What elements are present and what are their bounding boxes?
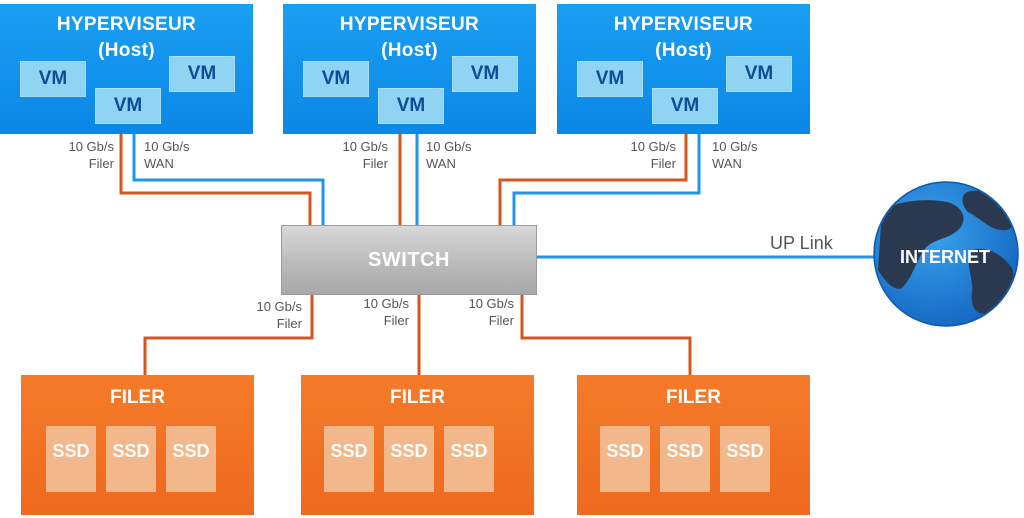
internet-label: INTERNET <box>900 247 990 267</box>
host3-filer-link <box>498 134 688 226</box>
vm: VM <box>577 61 643 97</box>
internet-globe-icon <box>873 181 1019 327</box>
filer1-link <box>143 294 314 377</box>
host-title: HYPERVISEUR (Host) <box>613 14 754 61</box>
filer3-link <box>520 294 692 377</box>
ssd-disk: SSD <box>720 426 770 492</box>
host-title: HYPERVISEUR (Host) <box>56 14 197 61</box>
ssd-disk: SSD <box>324 426 374 492</box>
vm: VM <box>303 61 369 97</box>
filer-title: FILER <box>666 387 721 408</box>
host-title: HYPERVISEUR (Host) <box>339 14 480 61</box>
hypervisor-host-3: HYPERVISEUR (Host) VM VM VM <box>557 4 810 134</box>
vm: VM <box>378 88 444 124</box>
uplink-label: UP Link <box>770 233 833 253</box>
vm: VM <box>95 88 161 124</box>
ssd-disk: SSD <box>660 426 710 492</box>
host1-filer-link <box>119 134 312 226</box>
vm: VM <box>452 56 518 92</box>
ssd-disk: SSD <box>444 426 494 492</box>
vm: VM <box>20 61 86 97</box>
ssd-disk: SSD <box>166 426 216 492</box>
vm: VM <box>169 56 235 92</box>
filer-2: FILER SSD SSD SSD <box>301 375 534 515</box>
filer-1: FILER SSD SSD SSD <box>21 375 254 515</box>
filer-title: FILER <box>110 387 165 408</box>
filer-title: FILER <box>390 387 445 408</box>
hypervisor-host-1: HYPERVISEUR (Host) VM VM VM <box>0 4 253 134</box>
ssd-disk: SSD <box>46 426 96 492</box>
hypervisor-host-2: HYPERVISEUR (Host) VM VM VM <box>283 4 536 134</box>
ssd-disk: SSD <box>106 426 156 492</box>
host3-wan-link <box>512 134 701 226</box>
filer-3: FILER SSD SSD SSD <box>577 375 810 515</box>
vm: VM <box>726 56 792 92</box>
ssd-disk: SSD <box>384 426 434 492</box>
host1-wan-link <box>132 134 325 226</box>
network-switch: SWITCH <box>281 225 537 295</box>
vm: VM <box>652 88 718 124</box>
ssd-disk: SSD <box>600 426 650 492</box>
